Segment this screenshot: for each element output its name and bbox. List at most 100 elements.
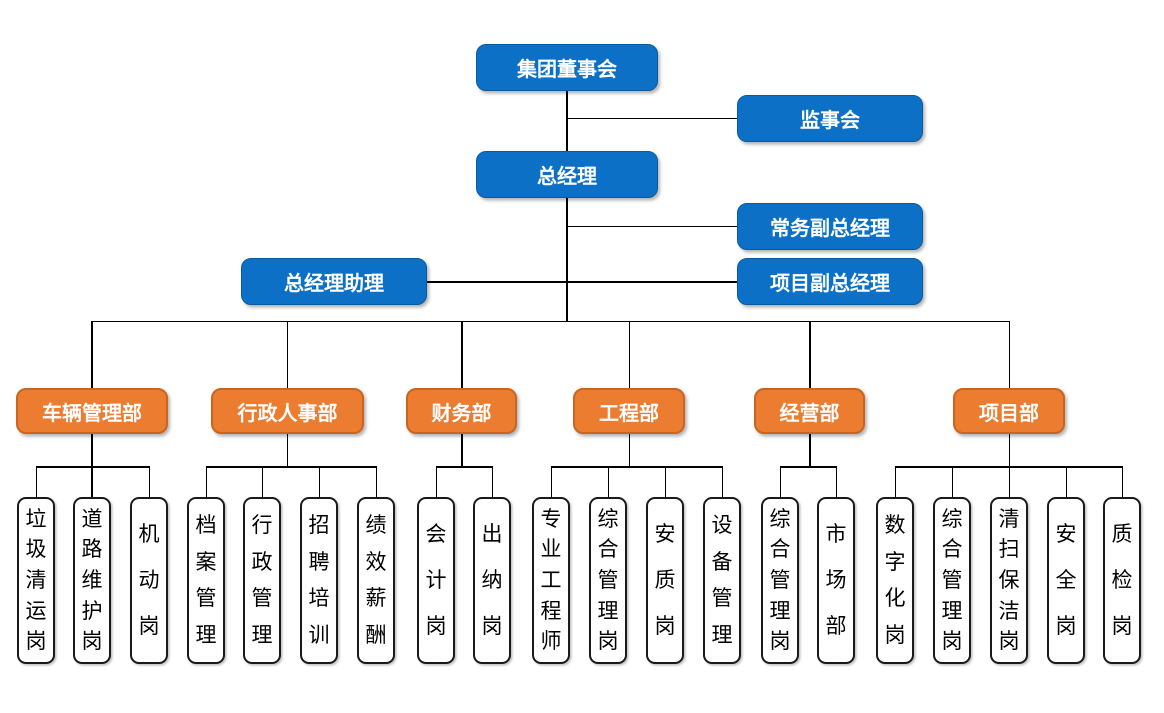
- post-label: 设备管理: [711, 513, 733, 648]
- connector-line: [91, 321, 93, 388]
- node-executive-deputy-gm-label: 常务副总经理: [770, 218, 890, 240]
- connector-line: [205, 466, 207, 497]
- connector-line: [628, 321, 630, 388]
- post-box: 招聘培训: [300, 497, 338, 664]
- post-label: 质检岗: [1111, 523, 1133, 638]
- connector-line: [664, 466, 666, 497]
- connector-line: [1121, 466, 1123, 497]
- connector-line: [565, 198, 568, 321]
- connector-line: [427, 281, 737, 283]
- post-box: 设备管理: [703, 497, 741, 664]
- connector-line: [1008, 321, 1010, 388]
- post-box: 绩效薪酬: [357, 497, 395, 664]
- connector-line: [721, 466, 723, 497]
- connector-line: [550, 466, 723, 468]
- post-label: 安全岗: [1055, 523, 1077, 638]
- connector-line: [835, 466, 837, 497]
- connector-line: [566, 225, 737, 227]
- post-label: 综合管理岗: [597, 507, 619, 654]
- node-project-deputy-gm-label: 项目副总经理: [770, 273, 890, 295]
- connector-line: [91, 466, 93, 497]
- post-box: 道路维护岗: [73, 497, 111, 664]
- dept-label: 经营部: [779, 402, 840, 425]
- dept-box-project: 项目部: [953, 388, 1065, 434]
- dept-box-operations: 经营部: [754, 388, 865, 434]
- node-general-manager: 总经理: [476, 151, 658, 198]
- connector-line: [1008, 434, 1010, 466]
- connector-line: [809, 321, 811, 388]
- post-label: 垃圾清运岗: [25, 507, 47, 654]
- post-label: 清扫保洁岗: [998, 507, 1020, 654]
- dept-box-engineering: 工程部: [573, 388, 685, 434]
- connector-line: [550, 466, 552, 497]
- connector-line: [1065, 466, 1067, 497]
- connector-line: [1008, 466, 1010, 497]
- post-box: 综合管理岗: [589, 497, 627, 664]
- connector-line: [91, 320, 1009, 322]
- connector-line: [809, 434, 811, 466]
- connector-line: [286, 434, 288, 466]
- connector-line: [566, 91, 568, 151]
- post-label: 出纳岗: [481, 523, 503, 638]
- post-box: 会计岗: [417, 497, 455, 664]
- connector-line: [205, 466, 377, 468]
- post-label: 招聘培训: [308, 513, 330, 648]
- node-gm-assistant: 总经理助理: [241, 258, 427, 305]
- dept-box-admin-hr: 行政人事部: [211, 388, 364, 434]
- post-box: 质检岗: [1103, 497, 1141, 664]
- post-label: 综合管理岗: [769, 507, 791, 654]
- post-box: 安全岗: [1047, 497, 1085, 664]
- connector-line: [35, 466, 37, 497]
- dept-label: 工程部: [599, 402, 659, 425]
- post-box: 专业工程师: [532, 497, 570, 664]
- connector-line: [566, 117, 737, 119]
- dept-label: 项目部: [979, 402, 1039, 425]
- post-label: 市场部: [825, 523, 847, 638]
- post-label: 机动岗: [138, 523, 160, 638]
- connector-line: [461, 434, 463, 466]
- node-gm-assistant-label: 总经理助理: [284, 273, 384, 295]
- post-label: 数字化岗: [884, 513, 906, 648]
- connector-line: [628, 434, 630, 466]
- post-label: 综合管理岗: [941, 507, 963, 654]
- connector-line: [286, 321, 288, 388]
- connector-line: [951, 466, 953, 497]
- node-supervisory-board-label: 监事会: [800, 110, 860, 132]
- connector-line: [461, 321, 463, 388]
- node-supervisory-board: 监事会: [737, 95, 923, 142]
- connector-line: [607, 466, 609, 497]
- connector-line: [779, 466, 837, 468]
- post-box: 安质岗: [646, 497, 684, 664]
- connector-line: [35, 466, 150, 468]
- post-box: 综合管理岗: [761, 497, 799, 664]
- connector-line: [894, 466, 896, 497]
- post-label: 绩效薪酬: [365, 513, 387, 648]
- connector-line: [375, 466, 377, 497]
- node-executive-deputy-gm: 常务副总经理: [737, 203, 923, 250]
- dept-label: 行政人事部: [237, 402, 338, 425]
- post-box: 出纳岗: [473, 497, 511, 664]
- connector-line: [91, 434, 93, 466]
- post-label: 档案管理: [195, 513, 217, 648]
- post-label: 道路维护岗: [81, 507, 103, 654]
- post-label: 安质岗: [654, 523, 676, 638]
- node-project-deputy-gm: 项目副总经理: [737, 258, 923, 305]
- post-box: 清扫保洁岗: [990, 497, 1028, 664]
- node-board: 集团董事会: [476, 44, 658, 91]
- dept-label: 车辆管理部: [42, 402, 142, 425]
- connector-line: [261, 466, 263, 497]
- post-label: 专业工程师: [540, 507, 562, 654]
- connector-line: [435, 466, 493, 468]
- connector-line: [435, 466, 437, 497]
- post-box: 行政管理: [243, 497, 281, 664]
- post-label: 会计岗: [425, 523, 447, 638]
- post-box: 垃圾清运岗: [17, 497, 55, 664]
- dept-box-finance: 财务部: [406, 388, 517, 434]
- post-box: 数字化岗: [876, 497, 914, 664]
- dept-box-vehicle-management: 车辆管理部: [16, 388, 168, 434]
- node-board-label: 集团董事会: [517, 59, 617, 81]
- post-box: 综合管理岗: [933, 497, 971, 664]
- connector-line: [491, 466, 493, 497]
- post-box: 市场部: [817, 497, 855, 664]
